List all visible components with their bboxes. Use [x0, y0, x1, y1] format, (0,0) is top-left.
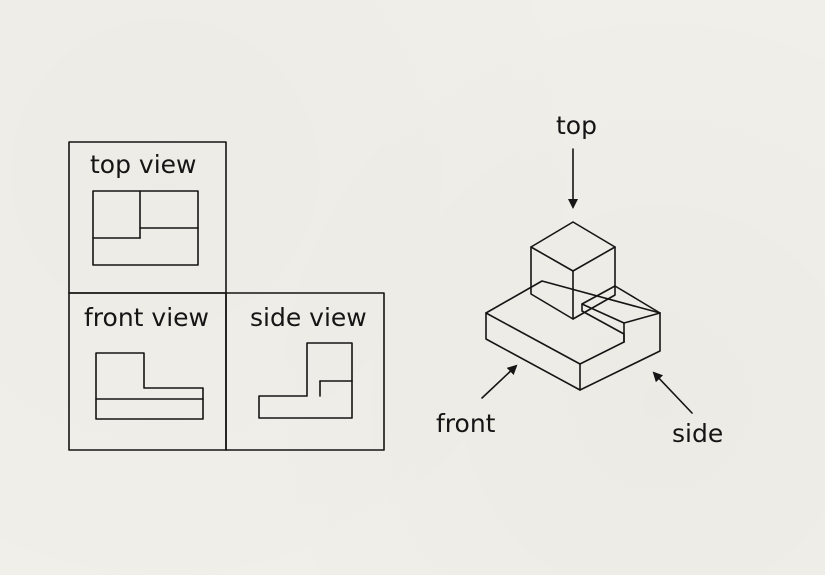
side-view-drawing	[258, 342, 353, 419]
side-view-frame	[225, 292, 385, 451]
top-direction-label: top	[556, 111, 597, 140]
front-arrow	[481, 364, 518, 399]
side-direction-label: side	[672, 419, 724, 448]
side-arrow	[652, 371, 693, 414]
top-view-drawing	[92, 190, 199, 266]
front-view-drawing	[95, 352, 204, 420]
front-direction-label: front	[436, 409, 496, 438]
isometric-block	[485, 221, 661, 391]
top-view-label: top view	[90, 150, 197, 179]
side-view-label: side view	[250, 303, 367, 332]
front-view-label: front view	[84, 303, 209, 332]
